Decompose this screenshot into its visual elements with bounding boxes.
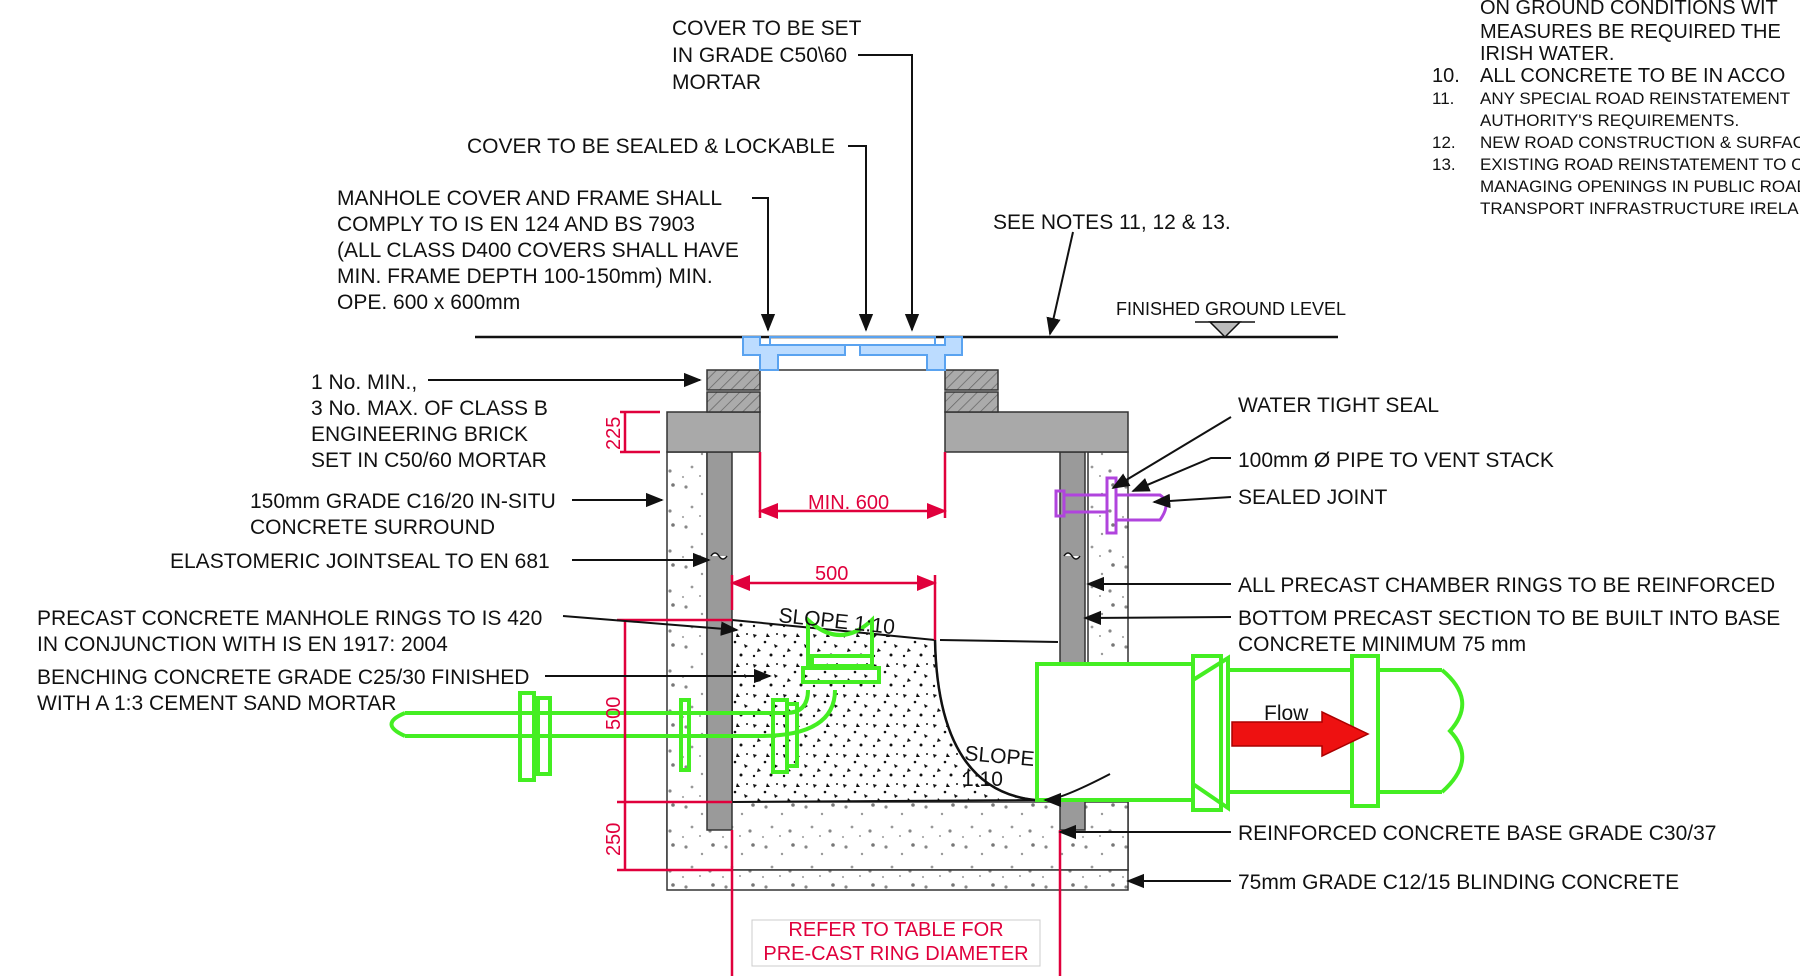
flow-arrow <box>1231 710 1370 758</box>
dimension-500-side-label: 500 <box>603 697 625 730</box>
blinding-label: 75mm GRADE C12/15 BLINDING CONCRETE <box>1238 871 1679 894</box>
svg-text:COVER TO BE SET: COVER TO BE SET <box>672 17 862 40</box>
note-number: 13. <box>1432 155 1456 174</box>
dimension-ring-diameter <box>730 830 1062 976</box>
svg-text:CONCRETE SURROUND: CONCRETE SURROUND <box>250 516 495 539</box>
dimension-500-top-label: 500 <box>815 563 848 585</box>
manhole-cover-frame <box>742 336 963 371</box>
svg-text:(ALL CLASS D400 COVERS SHALL H: (ALL CLASS D400 COVERS SHALL HAVE <box>337 239 739 262</box>
see-notes-label: SEE NOTES 11, 12 & 13. <box>993 211 1231 234</box>
note-number: 10. <box>1432 65 1460 87</box>
reinforced-rings-label: ALL PRECAST CHAMBER RINGS TO BE REINFORC… <box>1238 574 1775 597</box>
slope-label-2-line1: SLOPE <box>964 742 1036 771</box>
channel-line <box>939 639 1059 643</box>
dimension-500-side <box>617 618 732 804</box>
note-line: EXISTING ROAD REINSTATEMENT TO C <box>1480 155 1800 174</box>
svg-text:BOTTOM PRECAST SECTION TO BE B: BOTTOM PRECAST SECTION TO BE BUILT INTO … <box>1238 607 1780 630</box>
outgoing-pipe <box>1035 654 1465 812</box>
finished-ground-level-label: FINISHED GROUND LEVEL <box>1116 299 1346 319</box>
note-line: ANY SPECIAL ROAD REINSTATEMENT <box>1480 89 1790 108</box>
dimension-250-label: 250 <box>603 823 625 856</box>
ground-level-marker <box>1208 321 1242 339</box>
cover-sealed-label: COVER TO BE SEALED & LOCKABLE <box>467 135 835 158</box>
dimension-min-600-label: MIN. 600 <box>808 492 889 514</box>
cover-mortar-label: COVER TO BE SET IN GRADE C50\60 MORTAR <box>672 17 862 94</box>
note-line: NEW ROAD CONSTRUCTION & SURFAC <box>1480 133 1800 152</box>
dimension-225 <box>620 410 660 454</box>
svg-text:OPE. 600 x 600mm: OPE. 600 x 600mm <box>337 291 520 314</box>
brick-course-left-1 <box>706 369 761 391</box>
svg-text:BENCHING CONCRETE GRADE C25/30: BENCHING CONCRETE GRADE C25/30 FINISHED <box>37 666 529 689</box>
svg-text:MANHOLE COVER AND FRAME SHALL: MANHOLE COVER AND FRAME SHALL <box>337 187 722 210</box>
bottom-section-label: BOTTOM PRECAST SECTION TO BE BUILT INTO … <box>1238 607 1780 656</box>
svg-text:3 No. MAX. OF CLASS B: 3 No. MAX. OF CLASS B <box>311 397 548 420</box>
svg-text:ENGINEERING BRICK: ENGINEERING BRICK <box>311 423 528 446</box>
brick-label: 1 No. MIN., 3 No. MAX. OF CLASS B ENGINE… <box>311 371 548 472</box>
brick-course-right-2 <box>944 391 999 413</box>
svg-text:PRECAST CONCRETE MANHOLE RINGS: PRECAST CONCRETE MANHOLE RINGS TO IS 420 <box>37 607 542 630</box>
refer-table-label-line1: REFER TO TABLE FOR <box>788 919 1003 941</box>
note-line: IRISH WATER. <box>1480 43 1614 65</box>
cover-slab-right <box>944 411 1129 453</box>
note-line: MANAGING OPENINGS IN PUBLIC ROAD <box>1480 177 1800 196</box>
base-label: REINFORCED CONCRETE BASE GRADE C30/37 <box>1238 822 1716 845</box>
svg-text:150mm GRADE C16/20 IN-SITU: 150mm GRADE C16/20 IN-SITU <box>250 490 556 513</box>
notes-list: ON GROUND CONDITIONS WIT MEASURES BE REQU… <box>1432 0 1800 218</box>
svg-text:COMPLY TO IS EN 124 AND BS 790: COMPLY TO IS EN 124 AND BS 7903 <box>337 213 695 236</box>
svg-text:IN GRADE C50\60: IN GRADE C50\60 <box>672 44 847 67</box>
flow-label: Flow <box>1264 702 1309 725</box>
benching-label: BENCHING CONCRETE GRADE C25/30 FINISHED … <box>37 666 529 715</box>
svg-text:CONCRETE MINIMUM 75 mm: CONCRETE MINIMUM 75 mm <box>1238 633 1526 656</box>
dimension-min-600 <box>758 452 947 519</box>
dimension-500-top <box>730 575 937 640</box>
note-line: TRANSPORT INFRASTRUCTURE IRELA <box>1480 199 1799 218</box>
incoming-pipe <box>389 615 881 782</box>
svg-text:WITH A 1:3 CEMENT SAND MORTAR: WITH A 1:3 CEMENT SAND MORTAR <box>37 692 396 715</box>
precast-ring-left <box>706 451 733 831</box>
brick-course-right-1 <box>944 369 999 391</box>
jointseal-label: ELASTOMERIC JOINTSEAL TO EN 681 <box>170 550 550 573</box>
note-line: MEASURES BE REQUIRED THE <box>1480 21 1781 43</box>
joint-seal-right <box>1063 552 1081 560</box>
note-line: ON GROUND CONDITIONS WIT <box>1480 0 1778 19</box>
surround-label: 150mm GRADE C16/20 IN-SITU CONCRETE SURR… <box>250 490 556 539</box>
brick-course-left-2 <box>706 391 761 413</box>
concrete-surround-left <box>666 451 708 871</box>
refer-table-label-line2: PRE-CAST RING DIAMETER <box>763 943 1028 965</box>
note-number: 12. <box>1432 133 1456 152</box>
vent-pipe-label: 100mm Ø PIPE TO VENT STACK <box>1238 449 1554 472</box>
svg-text:IN CONJUNCTION WITH IS EN 1917: IN CONJUNCTION WITH IS EN 1917: 2004 <box>37 633 448 656</box>
svg-text:MORTAR: MORTAR <box>672 71 761 94</box>
dimension-250 <box>617 802 732 872</box>
benching-curve <box>933 639 1036 802</box>
precast-rings-label: PRECAST CONCRETE MANHOLE RINGS TO IS 420… <box>37 607 542 656</box>
leader-lines <box>428 54 1232 889</box>
note-line: ALL CONCRETE TO BE IN ACCO <box>1480 65 1785 87</box>
sealed-joint-label: SEALED JOINT <box>1238 486 1388 509</box>
slope-label-2-line2: 1:10 <box>962 768 1003 791</box>
svg-text:1 No. MIN.,: 1 No. MIN., <box>311 371 417 394</box>
dimension-225-label: 225 <box>603 417 625 450</box>
manhole-cover-label: MANHOLE COVER AND FRAME SHALL COMPLY TO … <box>337 187 739 314</box>
cover-slab-left <box>666 411 761 453</box>
joint-seal-left <box>710 552 728 560</box>
note-number: 11. <box>1432 89 1454 108</box>
water-tight-seal-label: WATER TIGHT SEAL <box>1238 394 1439 417</box>
concrete-base <box>666 801 1129 871</box>
note-line: AUTHORITY'S REQUIREMENTS. <box>1480 111 1739 130</box>
svg-text:SET IN C50/60 MORTAR: SET IN C50/60 MORTAR <box>311 449 547 472</box>
svg-text:MIN. FRAME DEPTH 100-150mm) MI: MIN. FRAME DEPTH 100-150mm) MIN. <box>337 265 713 288</box>
